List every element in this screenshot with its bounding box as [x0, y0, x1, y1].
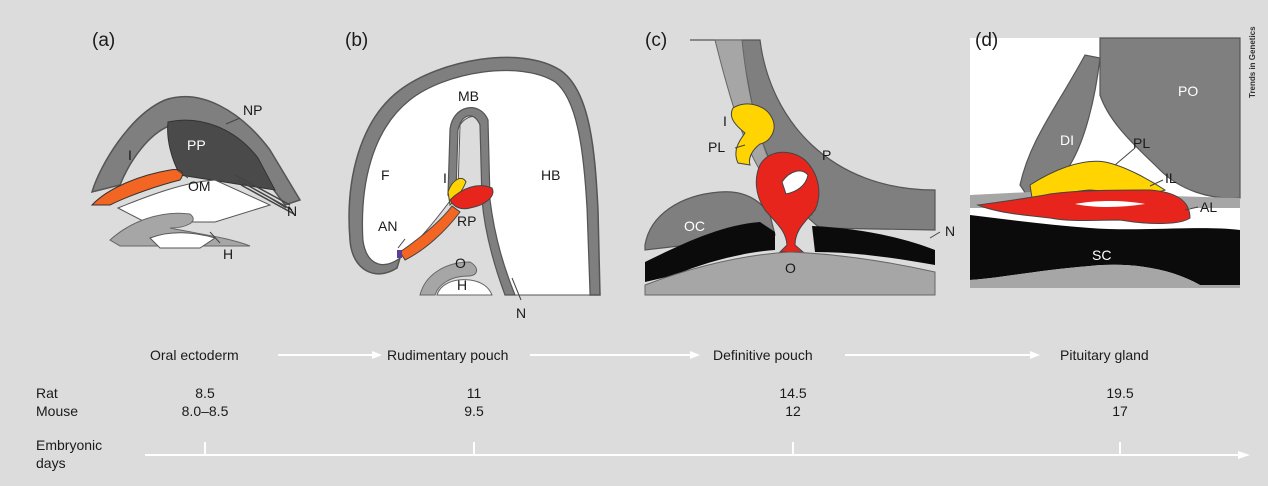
rat-value: 8.5	[195, 385, 215, 401]
watermark: Trends in Genetics	[1248, 26, 1257, 98]
panel-a	[92, 97, 300, 248]
label-b-hb: HB	[541, 167, 560, 183]
label-b-h: H	[457, 277, 467, 293]
stage-definitive-pouch: Definitive pouch	[713, 347, 813, 363]
panel-c	[645, 40, 940, 295]
label-c-oc: OC	[684, 218, 705, 234]
label-c-n: N	[945, 223, 955, 239]
label-d-al: AL	[1200, 199, 1217, 215]
row-rat-label: Rat	[36, 385, 58, 401]
label-b-an: AN	[378, 218, 397, 234]
label-b-i: I	[443, 170, 447, 186]
label-c-o: O	[785, 260, 796, 276]
label-d-il: IL	[1165, 170, 1177, 186]
row-mouse-label: Mouse	[36, 403, 78, 419]
axis-label-embryonic: Embryonic	[36, 437, 102, 453]
rat-value: 19.5	[1106, 385, 1133, 401]
label-a-np: NP	[243, 102, 262, 118]
panel-c-letter: (c)	[645, 30, 667, 51]
label-d-po: PO	[1178, 83, 1198, 99]
label-b-rp: RP	[457, 213, 476, 229]
label-b-o: O	[455, 255, 466, 271]
mouse-value: 12	[785, 403, 801, 419]
embryonic-days-axis	[145, 442, 1250, 459]
stage-rudimentary-pouch: Rudimentary pouch	[387, 347, 508, 363]
mouse-value: 9.5	[464, 403, 484, 419]
label-a-n: N	[287, 203, 297, 219]
panel-a-letter: (a)	[92, 30, 115, 51]
label-b-f: F	[381, 167, 390, 183]
stage-oral-ectoderm: Oral ectoderm	[150, 347, 239, 363]
axis-label-days: days	[36, 455, 66, 471]
label-c-p: P	[822, 147, 831, 163]
label-d-pl: PL	[1133, 135, 1150, 151]
label-a-i: I	[128, 147, 132, 163]
label-a-om: OM	[188, 178, 211, 194]
rat-value: 14.5	[779, 385, 806, 401]
label-d-sc: SC	[1092, 247, 1111, 263]
label-a-pp: PP	[187, 137, 206, 153]
label-b-mb: MB	[458, 88, 479, 104]
panel-d-letter: (d)	[975, 30, 998, 51]
mouse-value: 17	[1112, 403, 1128, 419]
panel-b-letter: (b)	[345, 30, 368, 51]
rat-value: 11	[467, 385, 482, 401]
label-a-h: H	[223, 246, 233, 262]
label-b-n: N	[516, 305, 526, 321]
stage-pituitary-gland: Pituitary gland	[1060, 347, 1149, 363]
mouse-value: 8.0–8.5	[182, 403, 229, 419]
label-c-pl: PL	[708, 139, 725, 155]
label-d-di: DI	[1060, 132, 1074, 148]
label-c-i: I	[723, 113, 727, 129]
